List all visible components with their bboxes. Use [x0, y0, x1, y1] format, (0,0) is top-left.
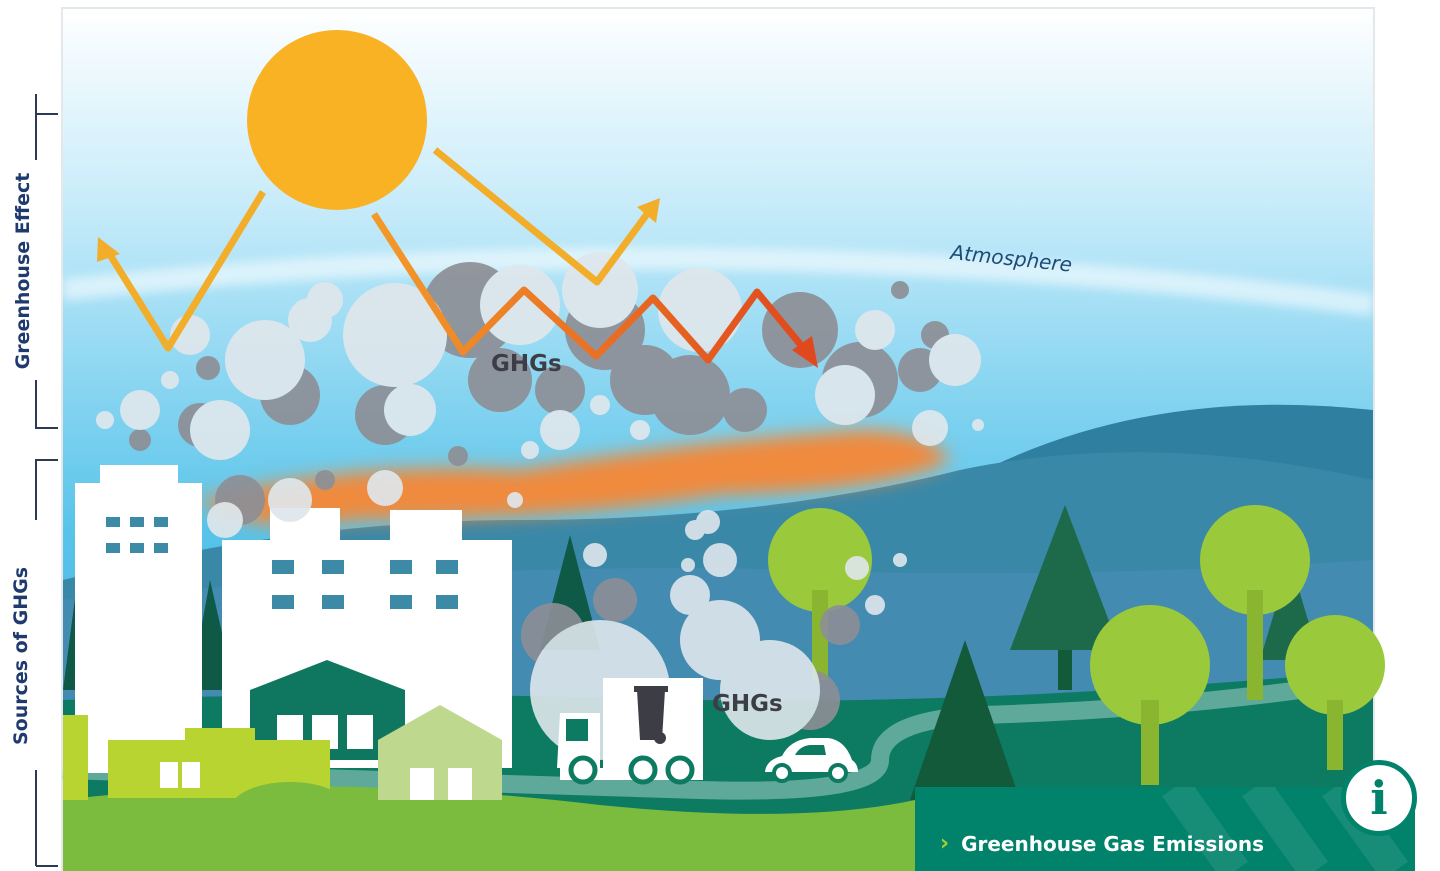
- info-icon: i: [1370, 771, 1388, 825]
- sun-icon: [247, 30, 427, 210]
- ghg-traffic-label: GHGs: [712, 691, 783, 717]
- car-icon: [765, 738, 858, 783]
- ghg-cloud: [96, 252, 984, 538]
- round-trees: [768, 505, 1385, 785]
- trapped-ray: [371, 212, 808, 364]
- info-button[interactable]: i: [1341, 760, 1417, 836]
- sources-of-ghgs-label: Sources of GHGs: [10, 566, 32, 746]
- greenhouse-gas-emissions-link[interactable]: › Greenhouse Gas Emissions: [940, 833, 1264, 855]
- atmosphere-band: [61, 247, 1375, 316]
- garbage-truck-icon: [557, 678, 703, 785]
- side-brackets: [35, 94, 58, 867]
- outgoing-rays: [97, 147, 660, 352]
- info-panel: [915, 787, 1415, 871]
- greenhouse-effect-label: Greenhouse Effect: [12, 172, 34, 370]
- link-label: Greenhouse Gas Emissions: [961, 832, 1265, 856]
- trapped-ray-head: [792, 336, 818, 368]
- road: [62, 681, 1302, 800]
- chevron-right-icon: ›: [940, 831, 950, 856]
- ghg-cloud-label: GHGs: [491, 351, 562, 377]
- panel-stripes: [1161, 787, 1409, 871]
- factory-buildings: [63, 465, 512, 838]
